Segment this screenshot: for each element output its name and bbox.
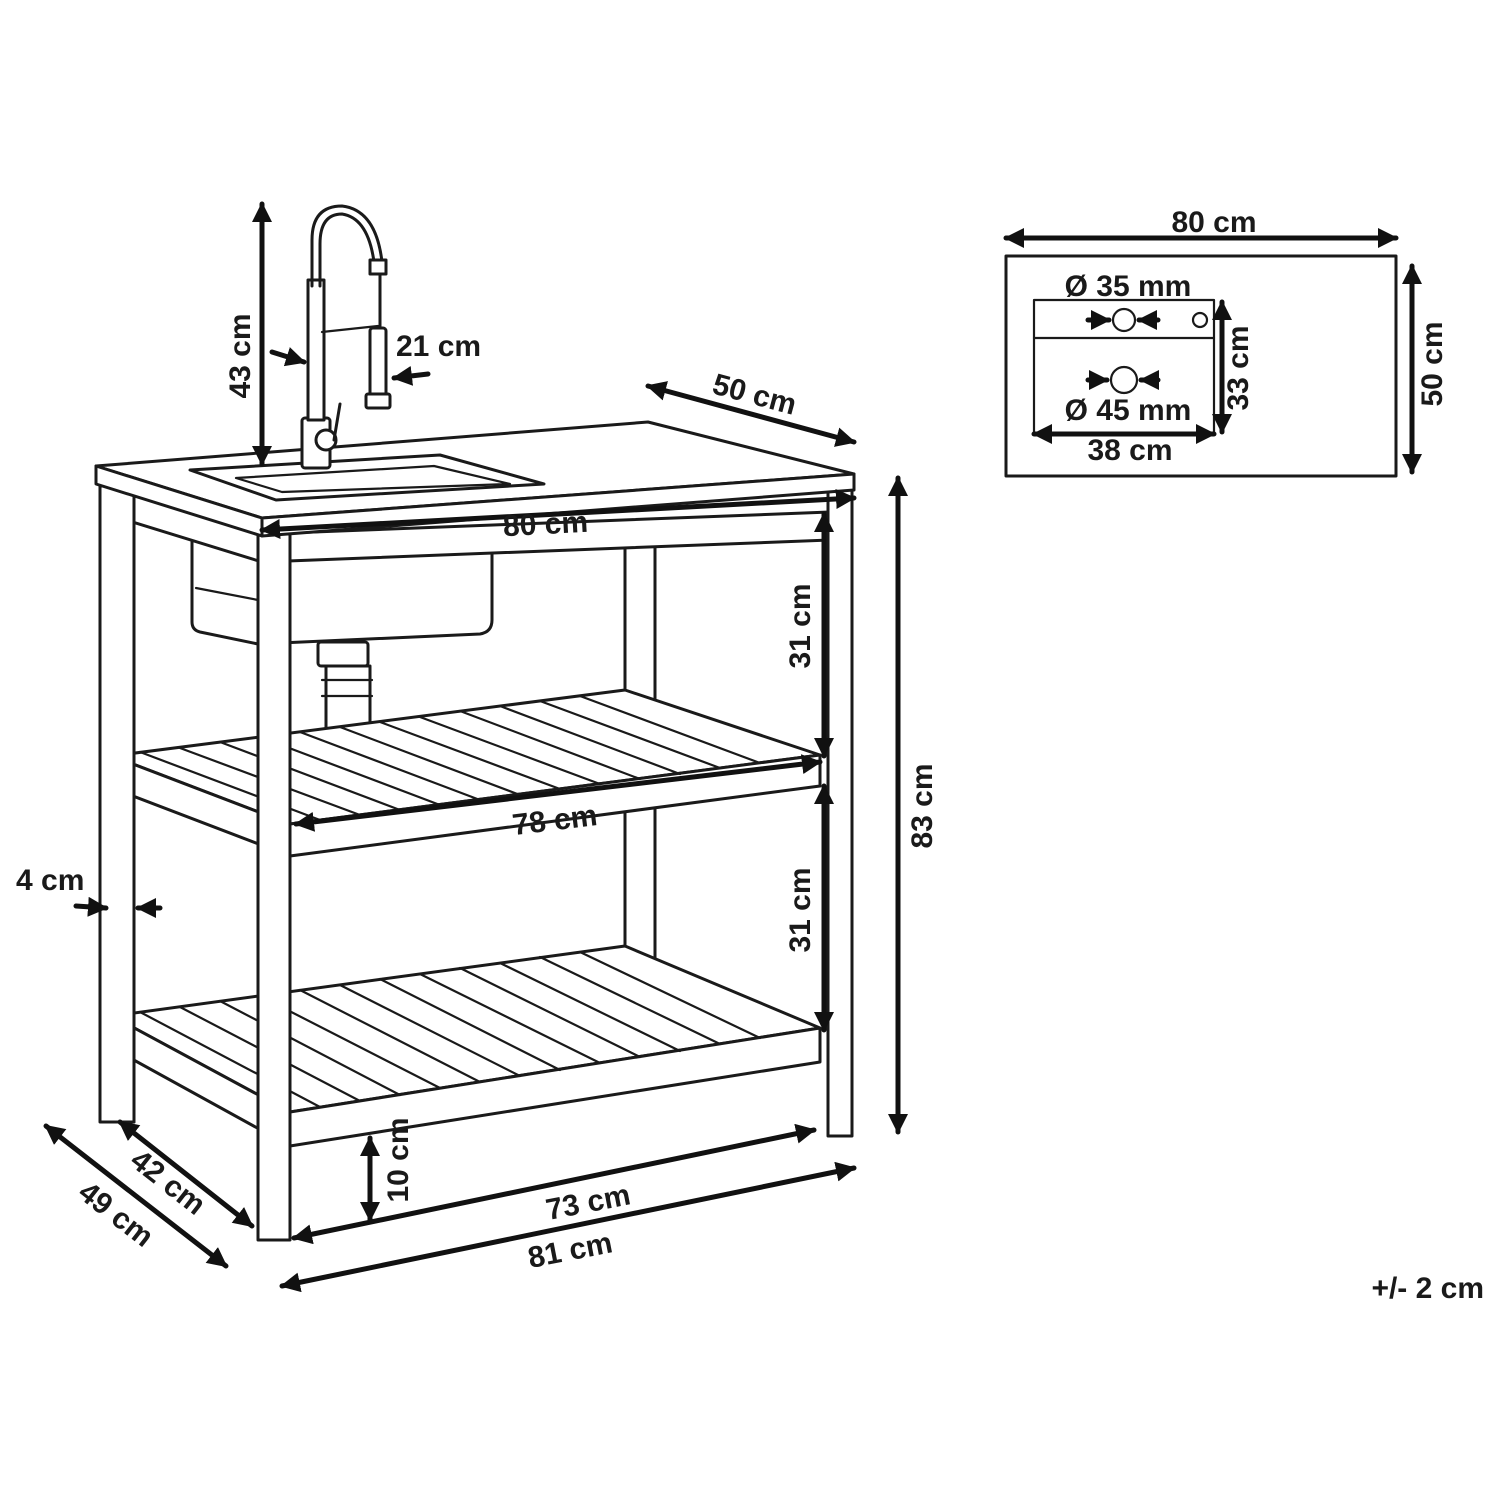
front-right-leg (826, 484, 854, 1138)
drain-hole-label: Ø 45 mm (1065, 394, 1192, 427)
total-height-label: 83 cm (906, 763, 939, 848)
leg-width-label: 4 cm (16, 864, 84, 897)
drain-hole-icon (1109, 365, 1139, 395)
lower-gap-label: 31 cm (784, 867, 817, 952)
front-left-leg (256, 532, 292, 1242)
dimension-lines (43, 201, 908, 1293)
tap-hole-icon (1111, 307, 1137, 333)
tolerance-note: +/- 2 cm (1371, 1272, 1484, 1305)
tap-hole-label: Ø 35 mm (1065, 270, 1192, 303)
sink-width-label: 38 cm (1087, 434, 1172, 467)
top-view-width-label: 80 cm (1171, 206, 1256, 239)
sink-depth-label: 33 cm (1222, 325, 1255, 410)
faucet-offset-label: 21 cm (396, 330, 481, 363)
pull-down-faucet (300, 204, 392, 470)
top-width-label: 80 cm (502, 506, 589, 543)
left-side-leg (98, 484, 136, 1124)
outer-depth-label: 49 cm (72, 1175, 159, 1253)
top-view-depth-label: 50 cm (1416, 321, 1449, 406)
small-hole-icon (1191, 311, 1209, 329)
floor-clearance-label: 10 cm (382, 1117, 415, 1202)
top-view-outline (1004, 254, 1398, 478)
lower-slatted-shelf (110, 944, 822, 1148)
upper-gap-label: 31 cm (784, 583, 817, 668)
top-view-diagram: 80 cm 50 cm Ø 35 mm Ø 45 mm 33 cm 38 cm (1003, 206, 1449, 478)
faucet-height-label: 43 cm (224, 313, 257, 398)
